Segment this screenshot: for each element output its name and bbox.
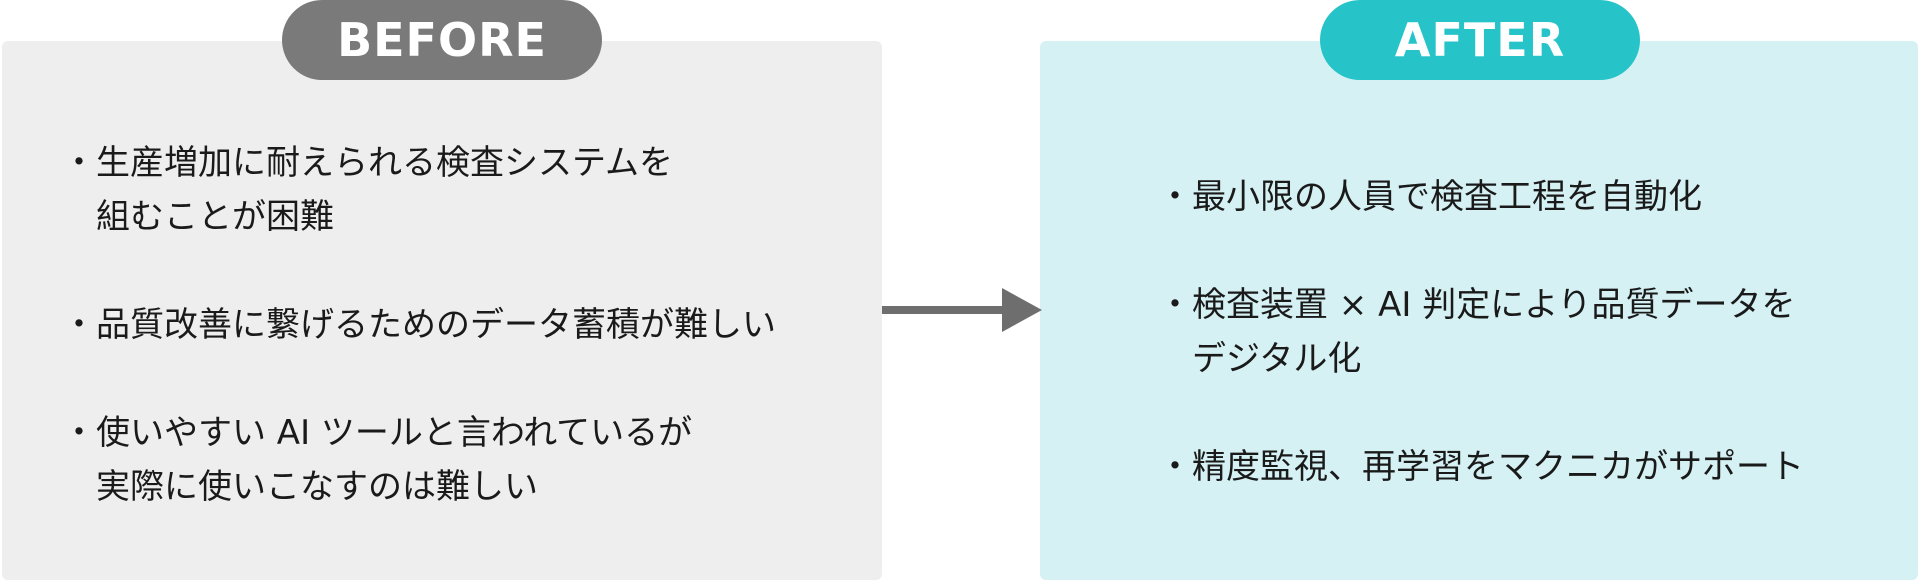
list-item-text: 精度監視、再学習をマクニカがサポート — [1192, 447, 1804, 487]
bullet: ・ — [1158, 177, 1192, 217]
bullet: ・ — [62, 305, 96, 345]
list-item-text: 使いやすい AI ツールと言われているが 実際に使いこなすのは難しい — [96, 413, 693, 507]
list-item: ・ 使いやすい AI ツールと言われているが 実際に使いこなすのは難しい — [62, 406, 862, 514]
list-item-text: 生産増加に耐えられる検査システムを 組むことが困難 — [96, 143, 673, 237]
arrow-right-icon — [882, 288, 1042, 332]
list-item: ・ 最小限の人員で検査工程を自動化 — [1158, 170, 1898, 224]
bullet: ・ — [62, 143, 96, 183]
list-item: ・ 品質改善に繋げるためのデータ蓄積が難しい — [62, 298, 862, 352]
list-item: ・ 検査装置 × AI 判定により品質データを デジタル化 — [1158, 278, 1898, 386]
list-item-text: 品質改善に繋げるためのデータ蓄積が難しい — [96, 305, 776, 345]
arrow-shaft — [882, 306, 1006, 314]
before-label: BEFORE — [282, 0, 602, 80]
before-list: ・ 生産増加に耐えられる検査システムを 組むことが困難 ・ 品質改善に繋げるため… — [62, 136, 862, 568]
bullet: ・ — [1158, 285, 1192, 325]
bullet: ・ — [62, 413, 96, 453]
before-panel — [2, 41, 882, 580]
list-item: ・ 精度監視、再学習をマクニカがサポート — [1158, 440, 1898, 494]
after-label: AFTER — [1320, 0, 1640, 80]
list-item: ・ 生産増加に耐えられる検査システムを 組むことが困難 — [62, 136, 862, 244]
list-item-text: 検査装置 × AI 判定により品質データを デジタル化 — [1192, 285, 1796, 379]
after-list: ・ 最小限の人員で検査工程を自動化 ・ 検査装置 × AI 判定により品質データ… — [1158, 170, 1898, 548]
arrow-head — [1002, 288, 1042, 332]
bullet: ・ — [1158, 447, 1192, 487]
after-panel — [1040, 41, 1918, 580]
list-item-text: 最小限の人員で検査工程を自動化 — [1192, 177, 1702, 217]
